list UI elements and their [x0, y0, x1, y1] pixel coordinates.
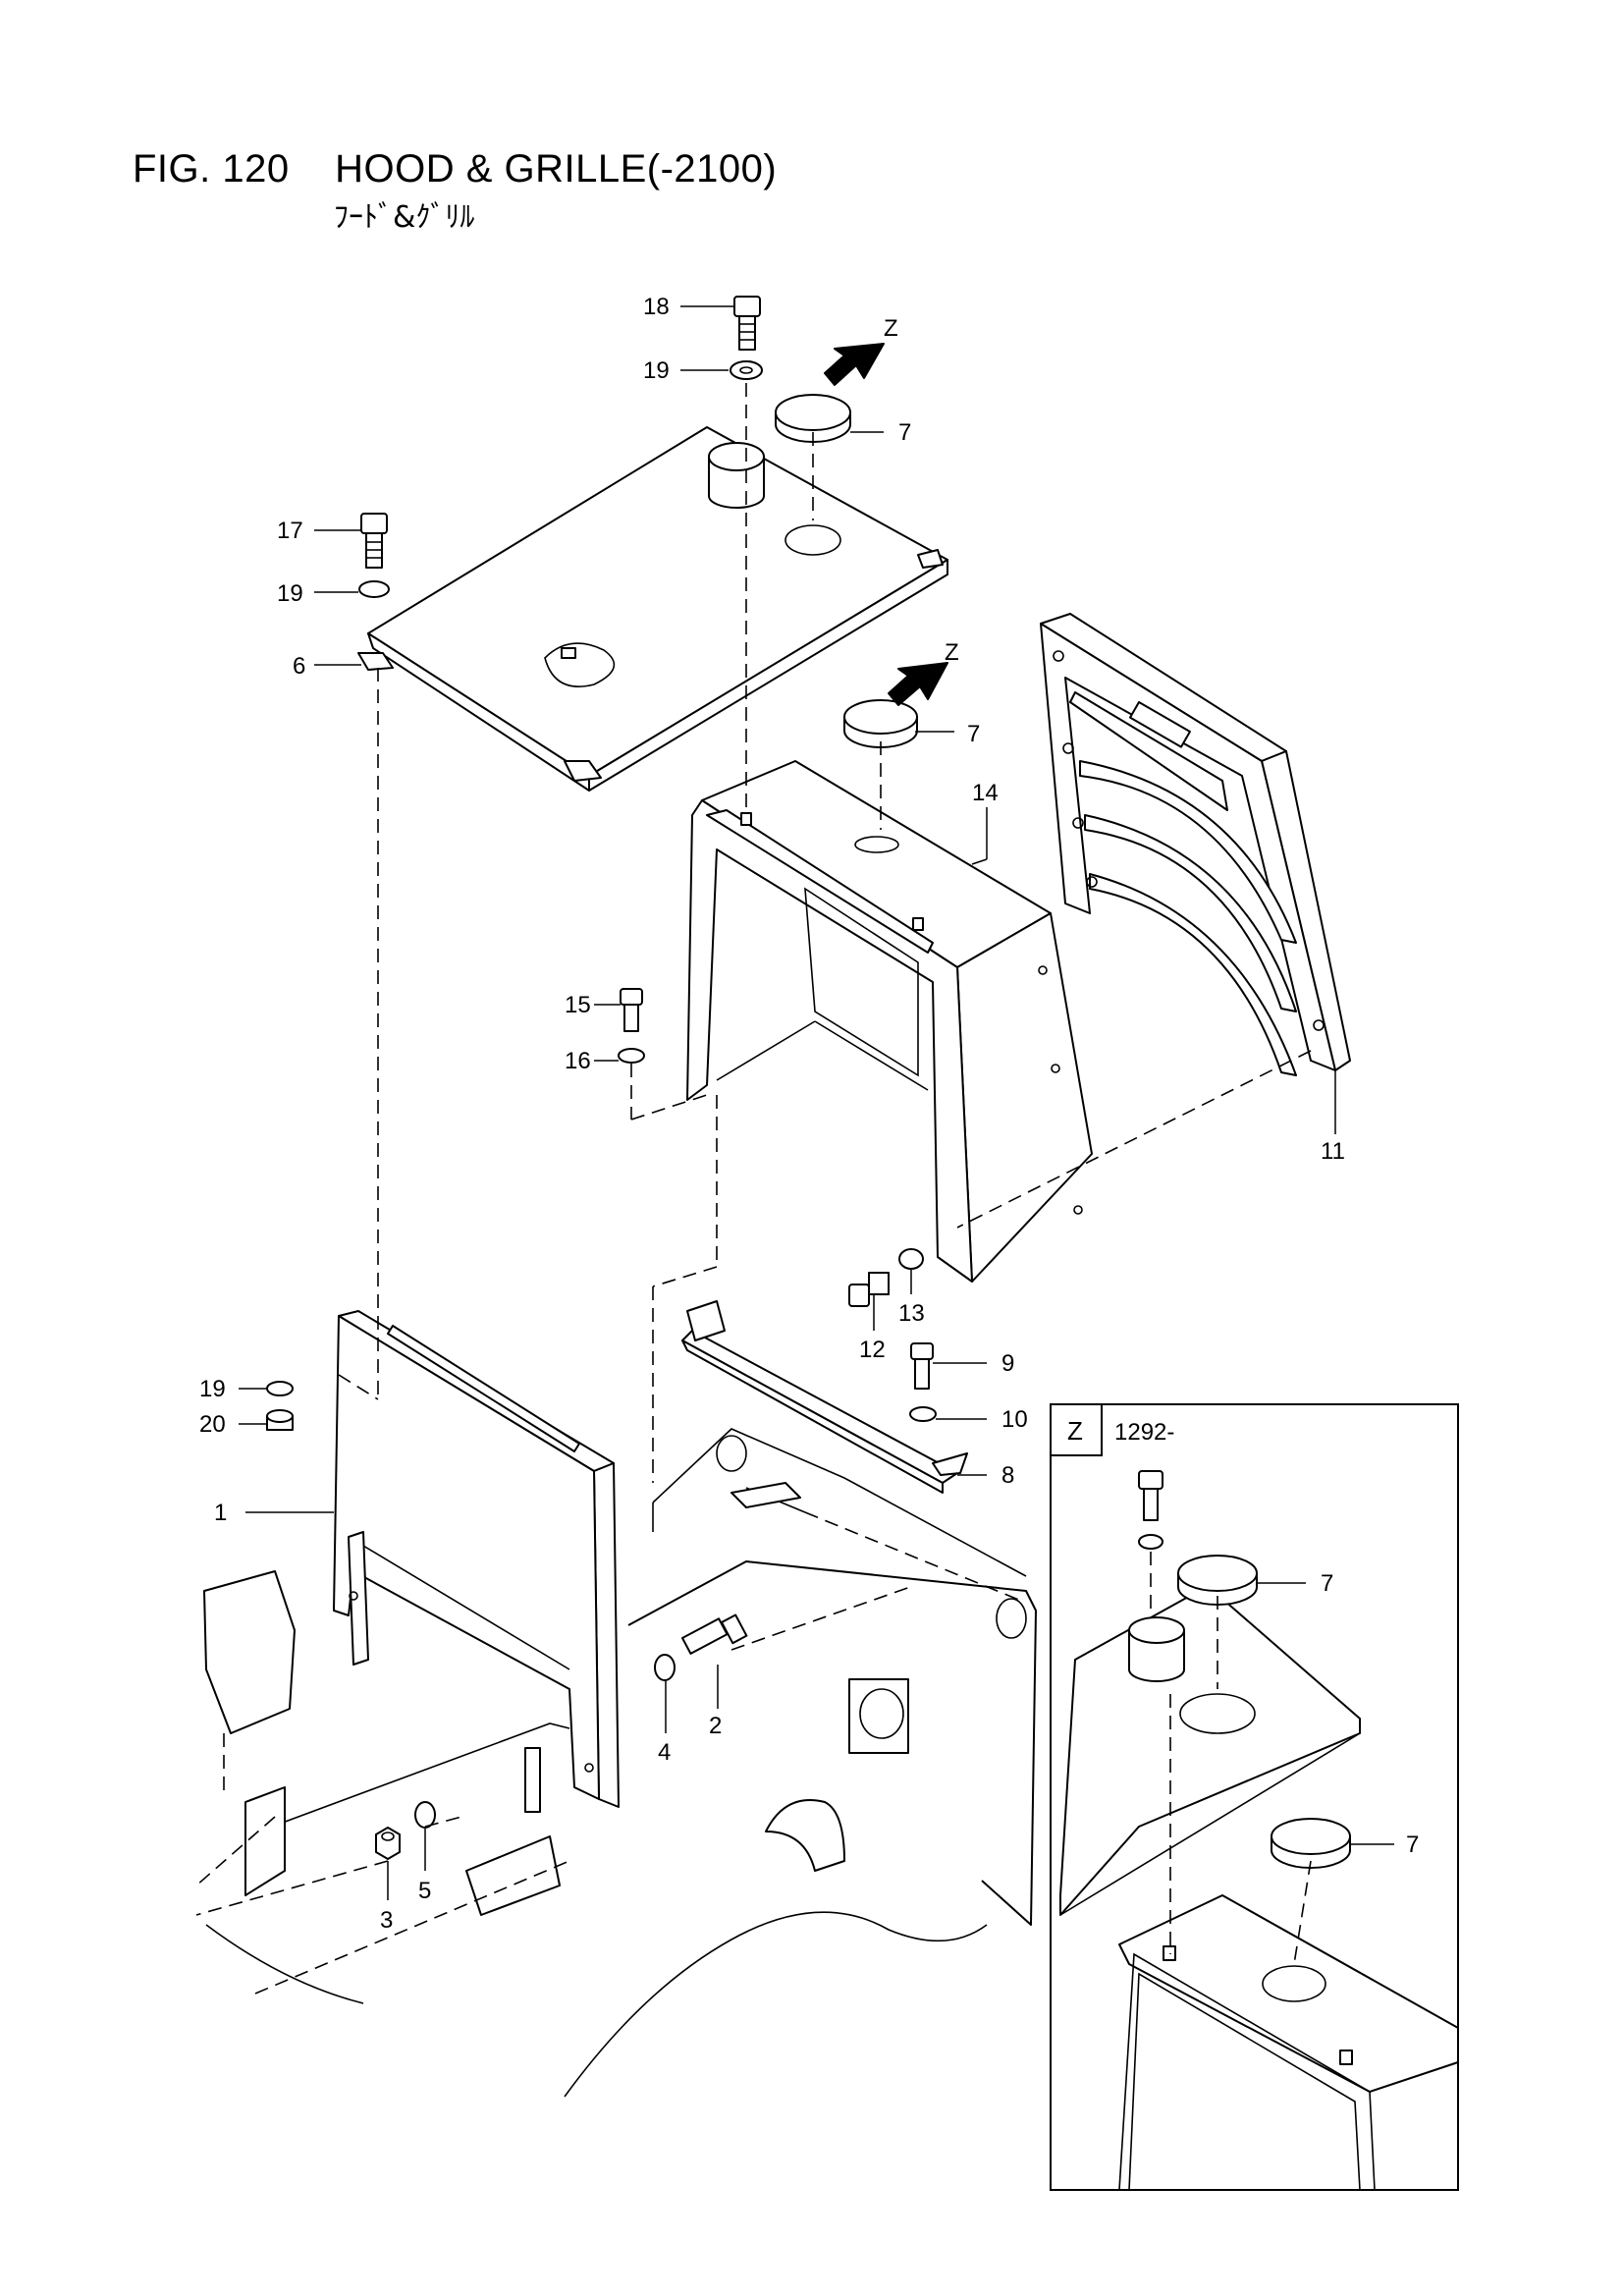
bolt-2 — [681, 1613, 748, 1655]
callout-7-middle: 7 — [967, 721, 980, 747]
callout-7-detail-upper: 7 — [1321, 1570, 1333, 1597]
callout-15: 15 — [565, 992, 591, 1018]
bolt-17 — [360, 513, 388, 569]
view-marker-top: Z — [884, 315, 898, 342]
callout-10: 10 — [1001, 1406, 1028, 1433]
detail-cap-upper — [1177, 1555, 1258, 1606]
callout-19-top: 19 — [643, 357, 670, 384]
grille-mount-line — [956, 1050, 1312, 1229]
washer-19-left — [358, 580, 390, 598]
callout-7-detail-lower: 7 — [1406, 1831, 1419, 1858]
callout-5: 5 — [418, 1878, 431, 1904]
callout-6: 6 — [293, 653, 305, 680]
bracket-8 — [681, 1300, 968, 1494]
radiator-shroud-14 — [686, 760, 1093, 1283]
cap-7-middle — [843, 699, 918, 748]
callout-9: 9 — [1001, 1350, 1014, 1377]
view-arrow-top — [824, 343, 885, 386]
breather-cylinder — [708, 442, 765, 509]
base-frame — [203, 1428, 1037, 2098]
washer-5 — [414, 1801, 436, 1829]
hood-cover-plate — [357, 426, 948, 792]
view-arrow-middle — [888, 662, 948, 706]
callout-18: 18 — [643, 294, 670, 320]
washer-4 — [654, 1654, 676, 1681]
callout-16: 16 — [565, 1048, 591, 1074]
washer-19-top — [730, 360, 763, 380]
bolt-18 — [733, 296, 761, 351]
callout-7-top: 7 — [898, 419, 911, 446]
callout-labels: 18 19 7 17 19 6 7 14 15 16 11 12 13 9 10… — [199, 294, 1419, 1934]
cap-7-top — [775, 394, 851, 443]
figure-title: FIG. 120 HOOD & GRILLE(-2100) — [133, 147, 778, 191]
callout-13: 13 — [898, 1300, 925, 1327]
washer-13 — [898, 1248, 924, 1270]
view-marker-middle: Z — [945, 639, 959, 666]
side-panel-1 — [333, 1310, 620, 1808]
callout-19-left: 19 — [277, 580, 303, 607]
nut-20 — [266, 1409, 294, 1431]
detail-bolt — [1138, 1470, 1163, 1521]
assembly-centerlines — [195, 383, 1022, 1995]
leader-lines — [239, 305, 1394, 1900]
washer-19-lower — [266, 1381, 294, 1396]
nut-3 — [375, 1827, 401, 1860]
callout-14: 14 — [972, 780, 999, 806]
callout-20: 20 — [199, 1411, 226, 1438]
detail-serial: 1292- — [1114, 1419, 1174, 1446]
callout-8: 8 — [1001, 1462, 1014, 1489]
bolt-9 — [910, 1342, 934, 1390]
figure-subtitle: ﾌｰﾄﾞ&ｸﾞﾘﾙ — [334, 200, 475, 235]
detail-letter: Z — [1067, 1416, 1083, 1446]
grille-11 — [1040, 613, 1351, 1076]
callout-11: 11 — [1321, 1138, 1345, 1165]
washer-10 — [909, 1406, 937, 1422]
detail-view-z — [1050, 1403, 1459, 2191]
callout-3: 3 — [380, 1907, 393, 1934]
callout-4: 4 — [658, 1739, 671, 1766]
bolt-12 — [848, 1272, 890, 1307]
callout-12: 12 — [859, 1337, 886, 1363]
washer-16 — [618, 1048, 645, 1064]
bolt-15 — [620, 988, 643, 1032]
callout-1: 1 — [214, 1500, 227, 1526]
callout-17: 17 — [277, 518, 303, 544]
detail-cap-lower — [1271, 1818, 1351, 1869]
callout-19-lower: 19 — [199, 1376, 226, 1402]
callout-2: 2 — [709, 1713, 722, 1739]
